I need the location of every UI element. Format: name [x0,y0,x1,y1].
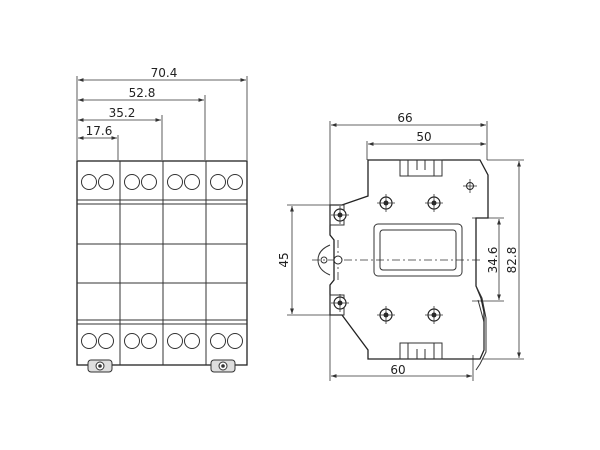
din-spring-inner [477,299,485,350]
screw [331,206,349,224]
center-pin [333,255,343,265]
din-clip-right [210,359,236,373]
screw [377,306,395,324]
terminal-screw [184,333,200,349]
pivot-hole [463,179,477,193]
terminal-screw [210,174,226,190]
terminal-screw [167,174,183,190]
bottom-slider [399,342,443,360]
dim-label-82-8: 82.8 [505,247,519,274]
terminal-screw [167,333,183,349]
screw [377,194,395,212]
side-view: 66 50 60 45 34.6 82.8 [277,111,524,381]
bottom-terminal-row [81,333,243,349]
screw [331,294,349,312]
din-clip-left [87,359,113,373]
dim-label-50: 50 [416,130,431,144]
left-latch-hole [320,256,328,264]
top-terminal-row [81,174,243,190]
front-view: 70.4 52.8 35.2 17.6 [76,66,248,373]
center-window-outer [373,223,463,277]
front-body-outline [76,160,248,366]
terminal-screw [210,333,226,349]
terminal-screw [98,174,114,190]
dim-label-17-6: 17.6 [86,124,113,138]
center-window-inner [379,229,457,271]
terminal-screw [124,333,140,349]
terminal-screw [81,333,97,349]
terminal-screw [227,333,243,349]
side-body-outline [329,159,489,360]
dim-label-52-8: 52.8 [129,86,156,100]
dim-label-45: 45 [277,252,291,267]
dim-label-66: 66 [397,111,412,125]
terminal-screw [184,174,200,190]
dim-label-60: 60 [390,363,405,377]
dim-label-70-4: 70.4 [151,66,178,80]
terminal-screw [98,333,114,349]
din-spring-clip [475,285,487,371]
terminal-screw [124,174,140,190]
terminal-screw [141,174,157,190]
terminal-screw [81,174,97,190]
screw [425,194,443,212]
dim-label-34-6: 34.6 [486,247,500,274]
screw [425,306,443,324]
terminal-screw [227,174,243,190]
dim-label-35-2: 35.2 [109,106,136,120]
top-slider [399,159,443,177]
terminal-screw [141,333,157,349]
screws [331,179,477,324]
